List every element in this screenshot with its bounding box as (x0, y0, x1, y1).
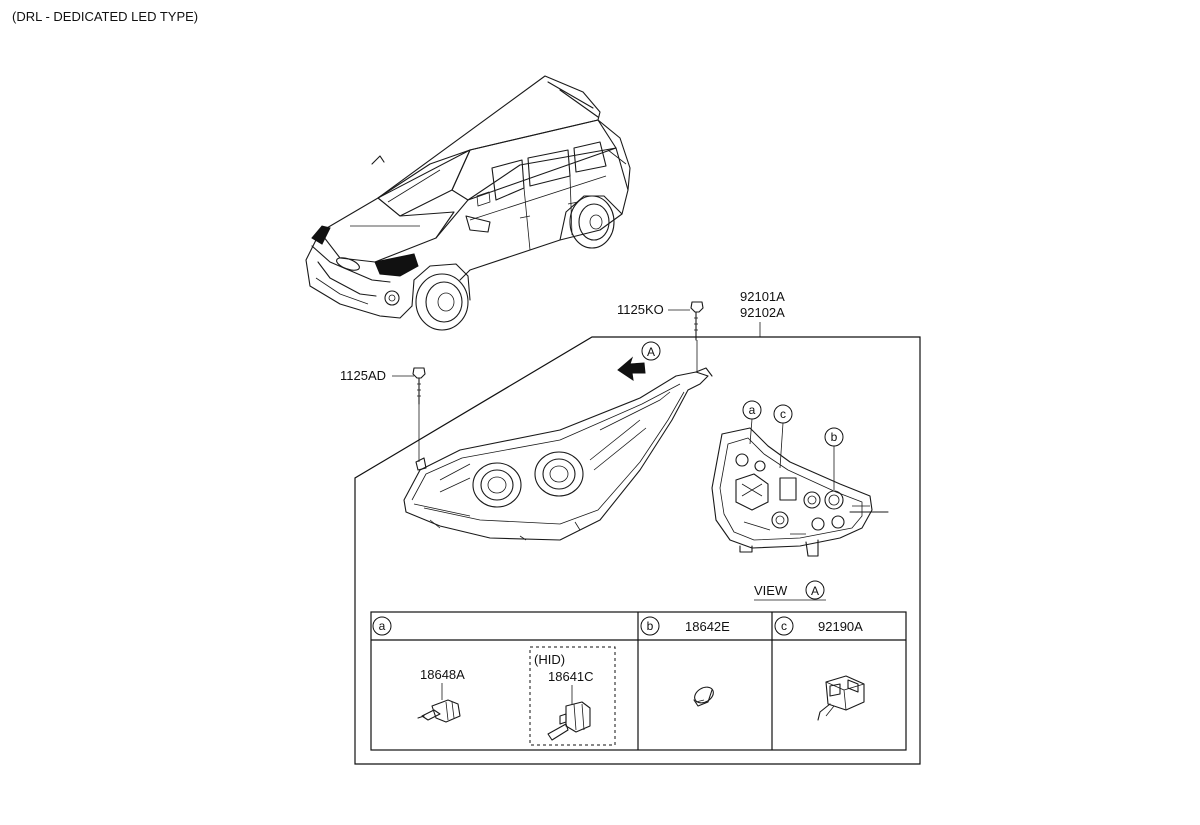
table-marker-a (372, 616, 392, 636)
table-marker-c-label: c (781, 619, 787, 633)
part-18642E-label: 18642E (685, 619, 730, 634)
bolt-icon (690, 301, 704, 341)
view-label: VIEW (754, 583, 788, 598)
socket-connector-icon (817, 675, 865, 721)
table-marker-a-label: a (379, 619, 386, 633)
view-marker-label: A (811, 584, 819, 598)
assembly-frame (354, 336, 921, 765)
part-18641C-label: 18641C (548, 669, 594, 684)
table-marker-b-label: b (647, 619, 654, 633)
parts-table (370, 611, 907, 751)
bolt-icon (412, 367, 426, 405)
table-marker-c (774, 616, 794, 636)
marker-c (773, 404, 793, 424)
table-marker-b (640, 616, 660, 636)
diagram-title: (DRL - DEDICATED LED TYPE) (12, 9, 198, 24)
view-marker (805, 580, 825, 600)
marker-b-label: b (831, 430, 838, 444)
marker-b (824, 427, 844, 447)
headlamp-assembly (403, 367, 713, 541)
hid-group-box (529, 646, 616, 746)
wedge-bulb-icon (693, 686, 714, 707)
direction-arrow-icon (617, 356, 646, 382)
part-92190A-label: 92190A (818, 619, 863, 634)
marker-c-label: c (780, 407, 786, 421)
bolt-left-label: 1125AD (340, 368, 386, 383)
part-18648A-label: 18648A (420, 667, 465, 682)
marker-a (742, 400, 762, 420)
assembly-part-left: 92101A (740, 289, 785, 304)
halogen-bulb-icon (417, 699, 461, 723)
view-arrow-marker-label: A (647, 345, 655, 359)
bolt-top-label: 1125KO (617, 302, 664, 317)
headlamp-rear-view (711, 418, 889, 557)
view-arrow-marker (641, 341, 661, 361)
marker-a-label: a (749, 403, 756, 417)
assembly-part-right: 92102A (740, 305, 785, 320)
hid-bulb-icon (547, 701, 591, 741)
hid-group-label: (HID) (534, 652, 565, 667)
suv-illustration (305, 75, 631, 331)
